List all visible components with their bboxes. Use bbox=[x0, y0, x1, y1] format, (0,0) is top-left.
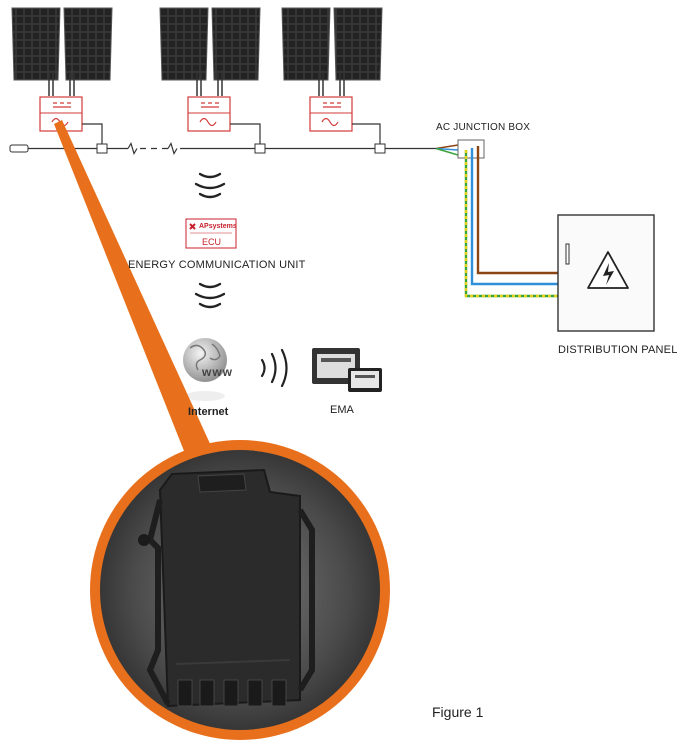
wire-blue bbox=[470, 148, 560, 286]
wifi-signal-icon bbox=[194, 282, 226, 309]
globe-www-text: www bbox=[202, 365, 234, 379]
ecu-brand-text: APsystems bbox=[199, 223, 237, 230]
trunk-connector-1 bbox=[96, 143, 108, 154]
callout-pointer bbox=[54, 120, 212, 456]
panel-connectors bbox=[318, 70, 345, 96]
drop-cable-2 bbox=[230, 123, 261, 144]
figure-caption: Figure 1 bbox=[432, 704, 484, 720]
end-cap bbox=[9, 144, 29, 153]
solar-module-group-2 bbox=[159, 7, 261, 144]
ecu-device bbox=[185, 218, 237, 249]
wifi-signal-icon bbox=[260, 348, 288, 388]
ac-trunk-cable bbox=[9, 142, 436, 155]
microinverter-photo bbox=[138, 468, 315, 708]
drop-cable-1 bbox=[82, 123, 103, 144]
microinverter-icon bbox=[309, 96, 353, 132]
ecu-device-text: ECU bbox=[202, 237, 222, 247]
solar-module-group-3 bbox=[281, 7, 383, 144]
solar-panel-icon bbox=[159, 7, 261, 81]
trunk-connector-3 bbox=[374, 143, 386, 154]
distribution-panel-label: DISTRIBUTION PANEL bbox=[558, 344, 678, 356]
ecu-label: ENERGY COMMUNICATION UNIT bbox=[128, 259, 306, 271]
zoom-callout bbox=[54, 120, 390, 740]
lightning-warning-icon bbox=[587, 251, 629, 289]
panel-connectors bbox=[48, 70, 75, 96]
panel-connectors bbox=[196, 70, 223, 96]
wifi-signal-icon bbox=[194, 172, 226, 199]
monitor-icon bbox=[312, 348, 382, 392]
solar-panel-icon bbox=[281, 7, 383, 81]
ac-junction-box-label: AC JUNCTION BOX bbox=[436, 122, 531, 133]
distribution-panel bbox=[557, 214, 655, 332]
globe-icon bbox=[183, 338, 227, 401]
solar-panel-icon bbox=[11, 7, 113, 81]
solar-module-group-1 bbox=[11, 7, 113, 144]
wire-brown bbox=[476, 146, 560, 275]
ema-label: EMA bbox=[330, 404, 354, 416]
trunk-connector-2 bbox=[254, 143, 266, 154]
ac-wires bbox=[464, 146, 560, 298]
drop-cable-3 bbox=[352, 123, 381, 144]
internet-label: Internet bbox=[188, 406, 229, 418]
wire-yellow-green bbox=[464, 150, 560, 298]
microinverter-icon bbox=[187, 96, 231, 132]
